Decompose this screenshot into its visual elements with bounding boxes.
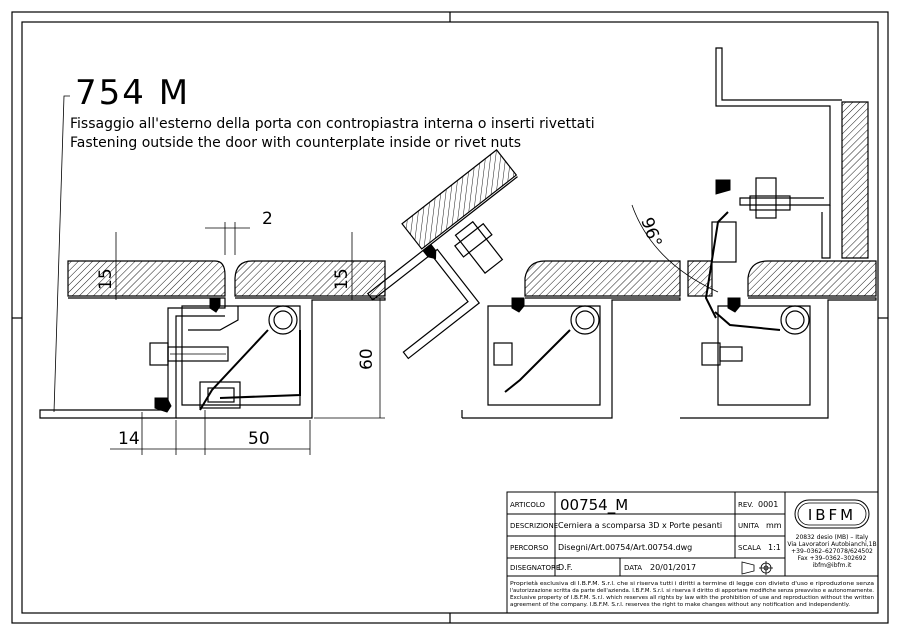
articolo-value: 00754_M — [560, 496, 628, 515]
dim-thickness-left: 15 — [96, 268, 116, 290]
dim-depth: 50 — [248, 429, 270, 449]
angle-arc — [631, 204, 719, 293]
view-open: 96° — [631, 47, 877, 419]
code-leader-line — [53, 95, 70, 413]
screw-2 — [199, 381, 241, 409]
notice-en-2: agreement of the company. I.B.F.M. S.r.l… — [510, 602, 850, 608]
dim-offset: 14 — [118, 429, 140, 449]
scala-label: SCALA — [738, 544, 761, 552]
hinge-arm-3 — [714, 311, 781, 331]
title-italian: Fissaggio all'esterno della porta con co… — [70, 116, 595, 132]
notice-it-2: l'autorizzazione scritta da parte dell'a… — [510, 588, 874, 594]
hinge-box-3 — [717, 305, 811, 406]
door-profile-3 — [715, 47, 842, 206]
data-value: 20/01/2017 — [650, 563, 696, 572]
gasket-top — [209, 297, 221, 313]
company-fax: Fax +39–0362–302692 — [798, 555, 867, 562]
hinge-box — [181, 305, 301, 406]
dim-gap: 2 — [262, 209, 273, 229]
hinge-arm — [199, 329, 269, 411]
company-email: ibfm@ibfm.it — [813, 562, 852, 569]
notice-it-1: Proprietà esclusiva di I.B.F.M. S.r.l. c… — [510, 580, 874, 587]
descrizione-value: Cerniera a scomparsa 3D x Porte pesanti — [558, 521, 722, 530]
door-section-2 — [401, 149, 518, 250]
dim-height: 60 — [357, 348, 377, 370]
projection-symbol-icon — [741, 561, 773, 575]
dim-thickness-right: 15 — [332, 268, 352, 290]
title-block: ARTICOLO 00754_M REV. 0001 DESCRIZIONE C… — [506, 491, 879, 614]
door-section-left — [67, 260, 226, 297]
profile-left — [39, 297, 226, 419]
pivot-inner — [273, 310, 293, 330]
drawing-title: 754 M Fissaggio all'esterno della porta … — [53, 73, 595, 413]
screw-1 — [149, 342, 229, 366]
disegnatore-label: DISEGNATORE — [510, 564, 560, 572]
percorso-label: PERCORSO — [510, 544, 549, 552]
door-edge-3 — [687, 260, 713, 297]
frame-section-2 — [524, 260, 681, 297]
company-phone: +39–0362–627078/624502 — [791, 548, 873, 555]
frame-section-right — [234, 260, 386, 297]
notice-en-1: Exclusive property of I.B.F.M. S.r.l. wh… — [510, 595, 874, 601]
company-address-2: Via Lavoratori Autobianchi,1B — [787, 541, 876, 548]
profile-frame-3 — [680, 297, 877, 419]
hinge-box-2 — [487, 305, 601, 406]
hinge-cam — [188, 306, 239, 331]
pivot-outer — [268, 305, 298, 335]
door-profile-2 — [366, 176, 518, 360]
rev-value: 0001 — [758, 500, 778, 509]
company-address-1: 20832 desio (MB) – Italy — [796, 534, 869, 541]
view-closed: 2 15 15 60 14 50 — [39, 209, 386, 455]
descrizione-label: DESCRIZIONE — [510, 522, 558, 530]
profile-frame-2 — [462, 297, 681, 419]
hinge-link — [219, 330, 301, 399]
scala-value: 1:1 — [768, 543, 781, 552]
articolo-label: ARTICOLO — [510, 501, 546, 509]
data-label: DATA — [624, 564, 642, 572]
sheet-frame — [11, 11, 889, 624]
disegnatore-value: D.F. — [558, 563, 573, 572]
company-logo-text: IBFM — [808, 506, 856, 524]
company-logo: IBFM — [794, 499, 870, 529]
drawing-code: 754 M — [75, 73, 190, 113]
unita-value: mm — [766, 521, 782, 530]
unita-label: UNITA — [738, 522, 759, 530]
dim-angle: 96° — [636, 215, 665, 250]
hinge-arm-2 — [504, 329, 571, 393]
door-section-3 — [841, 101, 869, 259]
gasket-bottom — [154, 397, 172, 413]
rev-label: REV. — [738, 501, 753, 509]
view-partly-open — [366, 149, 681, 419]
frame-section-3 — [747, 260, 877, 297]
title-english: Fastening outside the door with counterp… — [70, 135, 521, 151]
percorso-value: Disegni/Art.00754/Art.00754.dwg — [558, 543, 692, 552]
